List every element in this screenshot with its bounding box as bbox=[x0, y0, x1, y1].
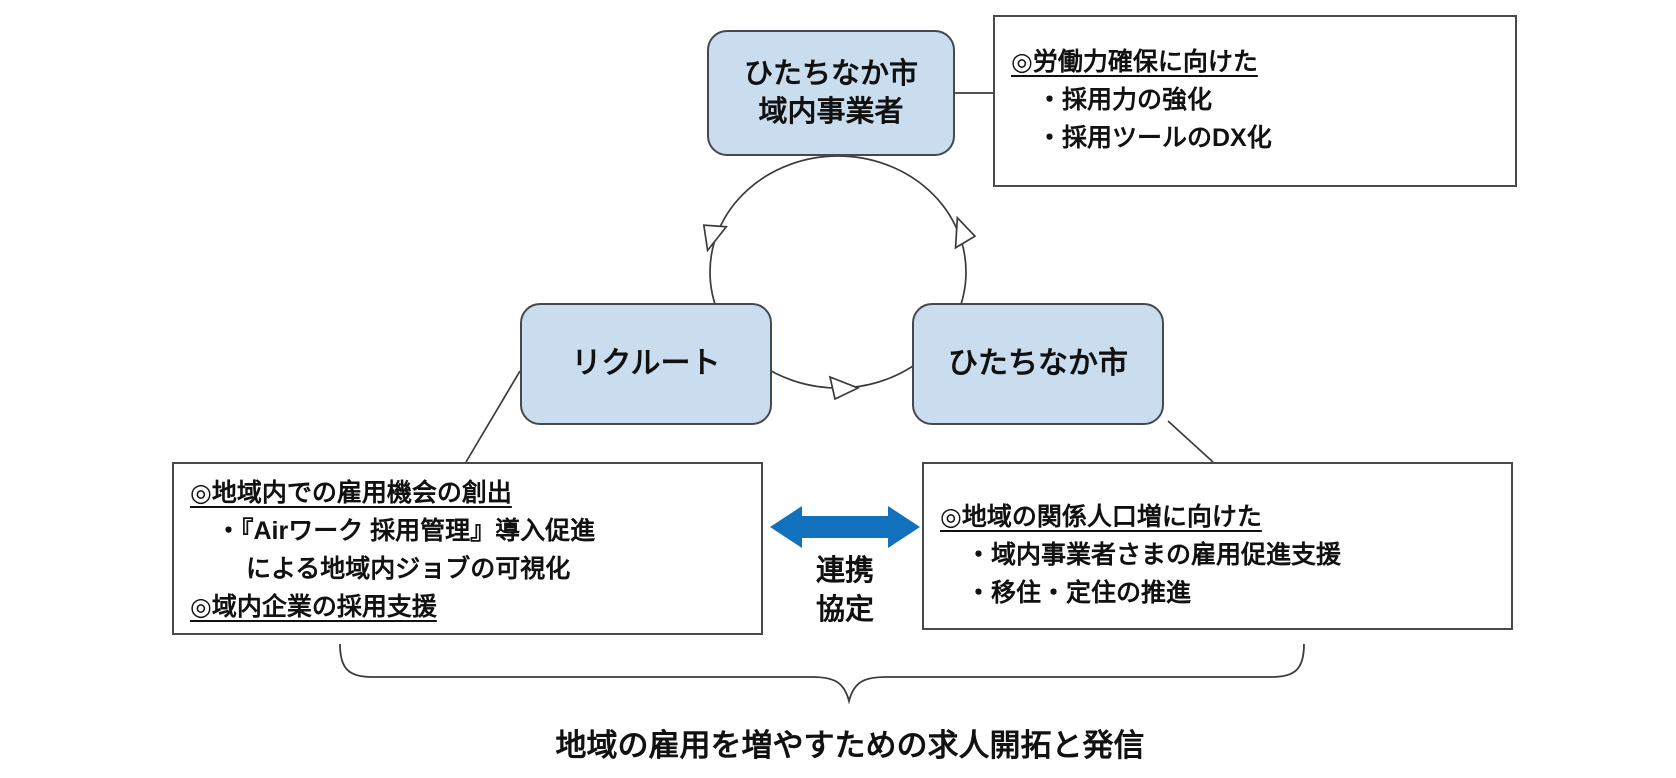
cycle-arrowhead-right-icon bbox=[954, 215, 977, 250]
node-label-line1: ひたちなか市 bbox=[743, 57, 918, 90]
cycle-arrowhead-bottom-icon bbox=[828, 375, 861, 401]
annotation-item: ・移住・定住の推進 bbox=[966, 579, 1192, 607]
partnership-label-line1: 連携 bbox=[815, 555, 874, 587]
node-label: リクルート bbox=[571, 347, 721, 381]
partnership-agreement-label: 連携 協定 bbox=[780, 552, 910, 630]
annotation-heading: ◎域内企業の採用支援 bbox=[190, 593, 437, 621]
node-hitachinaka-local-businesses: ひたちなか市 域内事業者 bbox=[707, 30, 955, 156]
annotation-box-recruit: ◎地域内での雇用機会の創出 ・『Airワーク 採用管理』導入促進 による地域内ジ… bbox=[172, 462, 763, 635]
annotation-item: ・採用力の強化 bbox=[1037, 86, 1213, 114]
node-label: ひたちなか市 bbox=[948, 347, 1128, 381]
annotation-heading: ◎地域の関係人口増に向けた bbox=[940, 503, 1262, 531]
annotation-item: ・域内事業者さまの雇用促進支援 bbox=[966, 541, 1342, 569]
node-hitachinaka-city: ひたちなか市 bbox=[912, 303, 1164, 425]
annotation-heading: ◎労働力確保に向けた bbox=[1011, 48, 1258, 76]
annotation-item-continuation: による地域内ジョブの可視化 bbox=[246, 555, 571, 583]
node-recruit: リクルート bbox=[520, 303, 772, 425]
node-label-line2: 域内事業者 bbox=[758, 96, 904, 128]
footer-underbrace bbox=[339, 643, 1305, 705]
footer-caption: 地域の雇用を増やすための求人開拓と発信 bbox=[555, 728, 1145, 763]
connector-city-annotation bbox=[1167, 420, 1214, 463]
annotation-box-city: ◎地域の関係人口増に向けた ・域内事業者さまの雇用促進支援 ・移住・定住の推進 bbox=[922, 462, 1513, 630]
partnership-double-arrow-icon bbox=[770, 506, 920, 548]
annotation-item: ・『Airワーク 採用管理』導入促進 bbox=[216, 517, 596, 545]
annotation-item: ・採用ツールのDX化 bbox=[1037, 124, 1272, 152]
annotation-box-businesses: ◎労働力確保に向けた ・採用力の強化 ・採用ツールのDX化 bbox=[993, 15, 1517, 187]
partnership-label-line2: 協定 bbox=[815, 594, 874, 626]
annotation-heading: ◎地域内での雇用機会の創出 bbox=[190, 479, 512, 507]
cycle-arrowhead-left-icon bbox=[702, 224, 728, 253]
connector-recruit-annotation bbox=[465, 370, 521, 463]
